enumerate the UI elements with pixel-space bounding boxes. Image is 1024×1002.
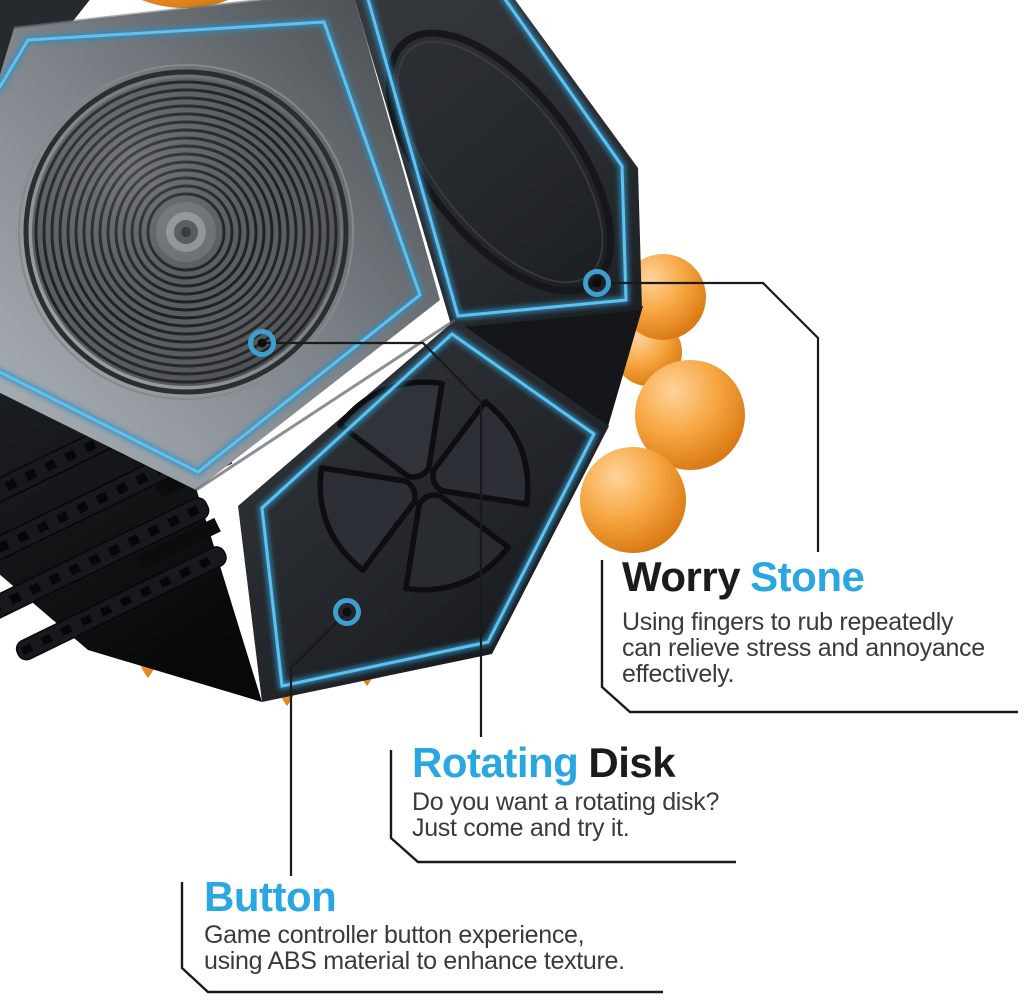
callout-dot-worry-stone bbox=[583, 269, 611, 297]
callout-body-line: effectively. bbox=[622, 660, 735, 688]
callout-body-line: Do you want a rotating disk? bbox=[412, 788, 720, 816]
button-face bbox=[195, 318, 609, 702]
callout-bracket-rotating-disk bbox=[389, 750, 736, 864]
leader-line-worry-stone bbox=[597, 281, 820, 552]
callout-body-line: Using fingers to rub repeatedly bbox=[622, 608, 954, 636]
callout-body-line: using ABS material to enhance texture. bbox=[204, 947, 625, 975]
callout-bracket-button bbox=[180, 882, 663, 994]
callout-lines bbox=[180, 281, 1018, 994]
callout-body-line: Just come and try it. bbox=[412, 814, 630, 842]
callout-bracket-worry-stone bbox=[600, 560, 1018, 714]
callout-body-button: Game controller button experience, using… bbox=[204, 922, 625, 974]
callout-dots bbox=[248, 269, 611, 626]
leader-line-button bbox=[289, 611, 348, 876]
orange-ball bbox=[620, 254, 706, 340]
callout-title-word-accent: Button bbox=[204, 873, 337, 920]
callout-title-button: Button bbox=[204, 874, 625, 920]
rotating-disk bbox=[18, 64, 354, 400]
callout-dot-rotating-disk bbox=[248, 329, 276, 357]
callout-title-word-accent: Rotating bbox=[412, 739, 579, 786]
callout-body-rotating-disk: Do you want a rotating disk? Just come a… bbox=[412, 789, 719, 841]
callout-title-word: Worry bbox=[622, 553, 741, 600]
orange-ball bbox=[580, 447, 686, 553]
leader-line-rotating-disk bbox=[262, 341, 483, 737]
worry-face-surface bbox=[354, 0, 642, 328]
callout-body-worry-stone: Using fingers to rub repeatedly can reli… bbox=[622, 609, 985, 687]
callout-body-line: Game controller button experience, bbox=[204, 921, 585, 949]
rotating-disk-face bbox=[0, 0, 457, 490]
callout-title-word-accent: Stone bbox=[750, 553, 865, 600]
callout-dot-button bbox=[333, 598, 361, 626]
callout-title-word: Disk bbox=[588, 739, 676, 786]
orange-ball bbox=[635, 360, 745, 470]
callout-body-line: can relieve stress and annoyance bbox=[622, 634, 985, 662]
callout-button: Button Game controller button experience… bbox=[204, 874, 625, 975]
